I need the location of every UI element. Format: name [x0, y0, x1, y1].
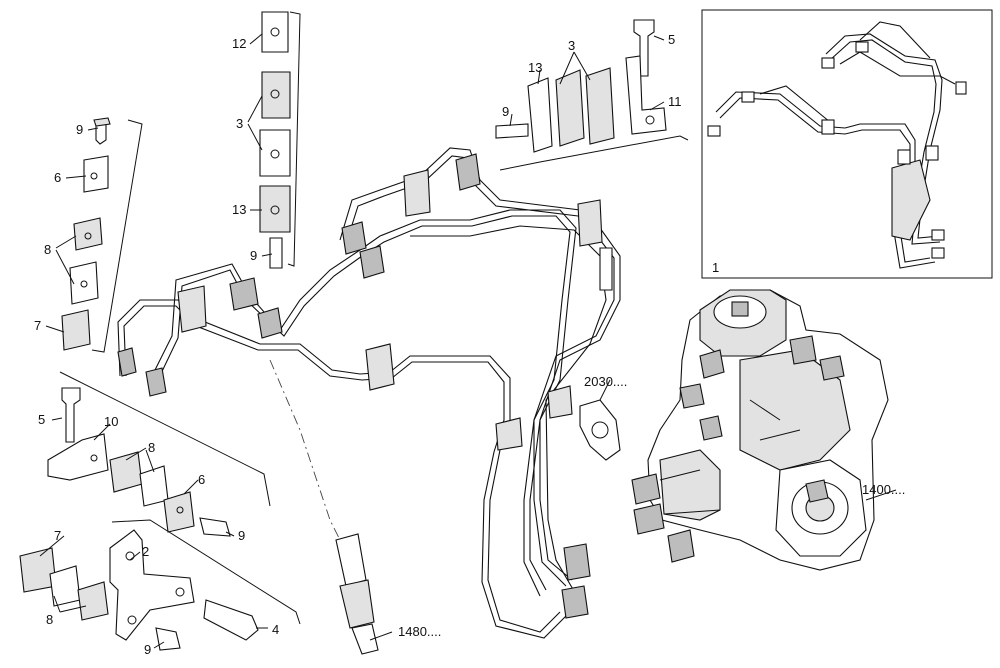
injection-pump — [631, 289, 889, 571]
callout-6-bottom: 6 — [198, 472, 205, 487]
callout-2: 2 — [142, 544, 149, 559]
callout-5-left: 5 — [38, 412, 45, 427]
leader-lines — [39, 33, 897, 649]
callout-1: 1 — [712, 260, 719, 275]
callout-3-left: 3 — [236, 116, 243, 131]
inset-assembly-view — [701, 9, 993, 279]
reference-2030: 2030.... — [584, 374, 627, 389]
injector-nozzle — [269, 359, 379, 655]
callout-7-top: 7 — [34, 318, 41, 333]
callout-labels: 1 2 3 3 4 5 5 6 6 7 7 8 8 8 9 9 9 9 9 10… — [34, 32, 905, 657]
callout-8-bottom: 8 — [46, 612, 53, 627]
callout-8-top: 8 — [44, 242, 51, 257]
bottom-bracket-group — [19, 519, 301, 651]
callout-9-a: 9 — [76, 122, 83, 137]
callout-9-e: 9 — [144, 642, 151, 657]
callout-8-mid: 8 — [148, 440, 155, 455]
injection-pipe-harness — [117, 147, 621, 639]
reference-1480: 1480.... — [398, 624, 441, 639]
callout-9-d: 9 — [238, 528, 245, 543]
callout-9-b: 9 — [250, 248, 257, 263]
left-clamp-stack — [61, 117, 143, 353]
callout-5-top: 5 — [668, 32, 675, 47]
reference-1400: 1400.... — [862, 482, 905, 497]
callout-4: 4 — [272, 622, 279, 637]
callout-9-c: 9 — [502, 104, 509, 119]
right-clamp-group — [495, 19, 689, 171]
callout-3-top: 3 — [568, 38, 575, 53]
callout-11: 11 — [668, 94, 682, 109]
top-clamp-stack — [259, 11, 301, 269]
lower-left-clamp-group — [47, 371, 271, 537]
callout-7-bottom: 7 — [54, 528, 61, 543]
callout-13-left: 13 — [232, 202, 246, 217]
callout-13-top: 13 — [528, 60, 542, 75]
callout-6-top: 6 — [54, 170, 61, 185]
callout-10: 10 — [104, 414, 118, 429]
callout-12: 12 — [232, 36, 246, 51]
